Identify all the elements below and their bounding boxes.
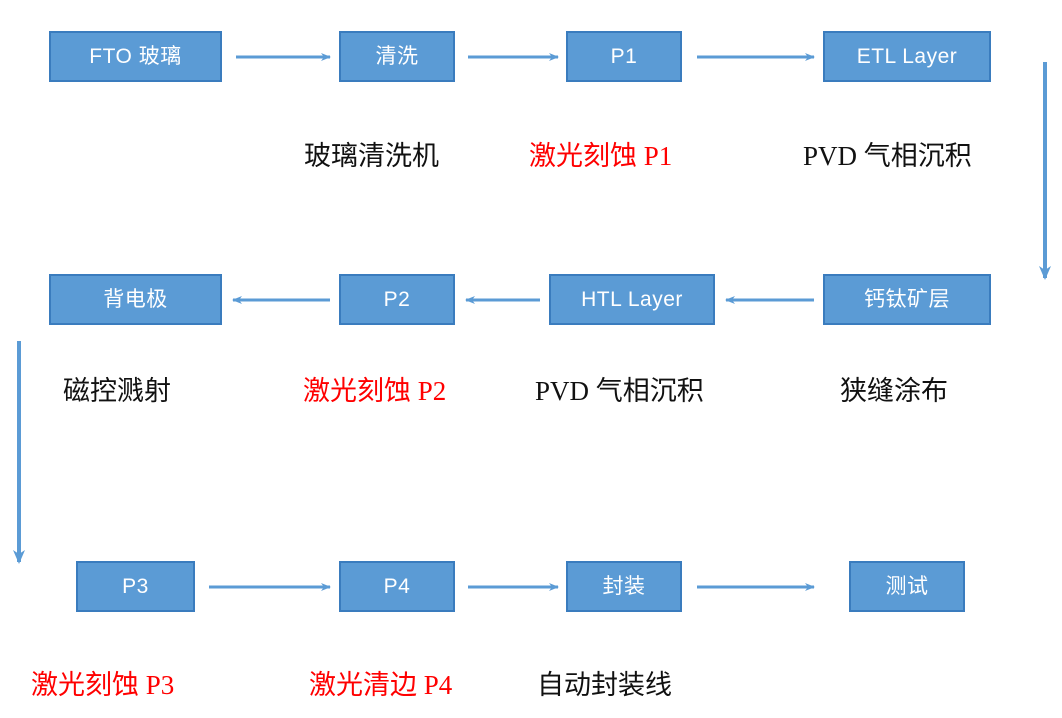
process-box-etl-layer[interactable]: ETL Layer: [823, 31, 991, 82]
process-box-testing[interactable]: 测试: [849, 561, 965, 612]
caption-slot-die-coating: 狭缝涂布: [840, 376, 948, 406]
process-box-p4[interactable]: P4: [339, 561, 455, 612]
process-box-label: FTO 玻璃: [89, 45, 182, 68]
caption-auto-packaging-line: 自动封装线: [537, 670, 672, 700]
process-box-label: 清洗: [375, 45, 419, 68]
process-box-label: ETL Layer: [856, 45, 958, 68]
process-box-perovskite-layer[interactable]: 钙钛矿层: [823, 274, 991, 325]
process-box-label: 测试: [885, 575, 929, 598]
process-box-encapsulation[interactable]: 封装: [566, 561, 682, 612]
process-box-label: 封装: [602, 575, 646, 598]
process-box-p2[interactable]: P2: [339, 274, 455, 325]
caption-laser-scribing-p2: 激光刻蚀 P2: [303, 376, 447, 406]
caption-glass-cleaner: 玻璃清洗机: [304, 141, 439, 171]
process-box-back-electrode[interactable]: 背电极: [49, 274, 222, 325]
process-box-label: P1: [610, 45, 638, 68]
process-box-fto-glass[interactable]: FTO 玻璃: [49, 31, 222, 82]
caption-laser-edge-cleaning-p4: 激光清边 P4: [309, 670, 453, 700]
caption-pvd-deposition-2: PVD 气相沉积: [535, 376, 704, 406]
process-box-cleaning[interactable]: 清洗: [339, 31, 455, 82]
process-box-label: 钙钛矿层: [864, 288, 950, 311]
caption-laser-scribing-p3: 激光刻蚀 P3: [31, 670, 175, 700]
process-box-label: HTL Layer: [581, 288, 683, 311]
caption-laser-scribing-p1: 激光刻蚀 P1: [529, 141, 673, 171]
process-box-htl-layer[interactable]: HTL Layer: [549, 274, 715, 325]
process-box-label: P2: [383, 288, 411, 311]
process-box-p3[interactable]: P3: [76, 561, 195, 612]
caption-pvd-deposition-1: PVD 气相沉积: [803, 141, 972, 171]
process-box-p1[interactable]: P1: [566, 31, 682, 82]
caption-magnetron-sputtering: 磁控溅射: [63, 376, 171, 406]
process-box-label: P3: [122, 575, 149, 598]
process-box-label: 背电极: [103, 288, 168, 311]
process-box-label: P4: [383, 575, 411, 598]
